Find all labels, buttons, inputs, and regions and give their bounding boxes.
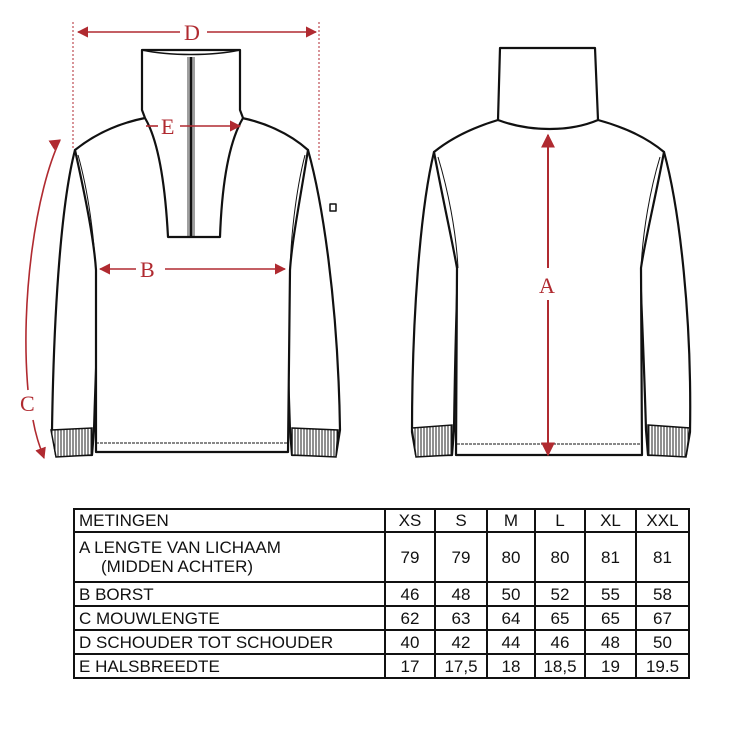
row-label-e: E HALSBREEDTE	[73, 653, 386, 679]
cell: 50	[486, 581, 536, 607]
cell: 48	[584, 629, 637, 655]
cell: 79	[384, 531, 436, 583]
back-right-cuff-icon	[647, 424, 691, 458]
header-metingen: METINGEN	[73, 508, 386, 533]
header-size-m: M	[486, 508, 536, 533]
front-measurements	[25, 22, 320, 460]
cell: 81	[584, 531, 637, 583]
cell: 42	[434, 629, 488, 655]
cell: 55	[584, 581, 637, 607]
size-table: METINGEN XS S M L XL XXL A LENGTE VAN LI…	[73, 508, 690, 679]
label-b: B	[140, 257, 155, 282]
cell: 80	[534, 531, 586, 583]
table-header-row: METINGEN XS S M L XL XXL	[73, 508, 690, 533]
cell: 46	[534, 629, 586, 655]
cell: 80	[486, 531, 536, 583]
header-size-l: L	[534, 508, 586, 533]
cell: 19	[584, 653, 637, 679]
back-left-cuff-icon	[411, 424, 453, 458]
header-size-xl: XL	[584, 508, 637, 533]
table-row: A LENGTE VAN LICHAAM(MIDDEN ACHTER) 79 7…	[73, 531, 690, 583]
cell: 64	[486, 605, 536, 631]
cell: 48	[434, 581, 488, 607]
cell: 65	[534, 605, 586, 631]
cell: 58	[635, 581, 690, 607]
cell: 50	[635, 629, 690, 655]
label-e: E	[161, 114, 174, 139]
cell: 44	[486, 629, 536, 655]
front-sweater	[50, 48, 342, 457]
cell: 17	[384, 653, 436, 679]
front-left-cuff-icon	[50, 427, 93, 458]
sweater-diagram: D E B C A	[20, 20, 692, 460]
cell: 40	[384, 629, 436, 655]
row-label-d: D SCHOUDER TOT SCHOUDER	[73, 629, 386, 655]
cell: 67	[635, 605, 690, 631]
cell: 18,5	[534, 653, 586, 679]
cell: 52	[534, 581, 586, 607]
table-row: C MOUWLENGTE 62 63 64 65 65 67	[73, 605, 690, 631]
cell: 65	[584, 605, 637, 631]
row-label-b: B BORST	[73, 581, 386, 607]
table-row: B BORST 46 48 50 52 55 58	[73, 581, 690, 607]
cell: 46	[384, 581, 436, 607]
row-label-c: C MOUWLENGTE	[73, 605, 386, 631]
header-size-xxl: XXL	[635, 508, 690, 533]
header-size-xs: XS	[384, 508, 436, 533]
cell: 62	[384, 605, 436, 631]
cell: 79	[434, 531, 488, 583]
label-c: C	[20, 391, 35, 416]
cell: 19.5	[635, 653, 690, 679]
cell: 18	[486, 653, 536, 679]
label-a: A	[539, 273, 555, 298]
table-row: E HALSBREEDTE 17 17,5 18 18,5 19 19.5	[73, 653, 690, 679]
cell: 63	[434, 605, 488, 631]
table-row: D SCHOUDER TOT SCHOUDER 40 42 44 46 48 5…	[73, 629, 690, 655]
back-sweater	[410, 46, 692, 457]
header-size-s: S	[434, 508, 488, 533]
front-right-cuff-icon	[291, 427, 339, 458]
row-label-a: A LENGTE VAN LICHAAM(MIDDEN ACHTER)	[73, 531, 386, 583]
label-d: D	[184, 20, 200, 45]
cell: 81	[635, 531, 690, 583]
cell: 17,5	[434, 653, 488, 679]
